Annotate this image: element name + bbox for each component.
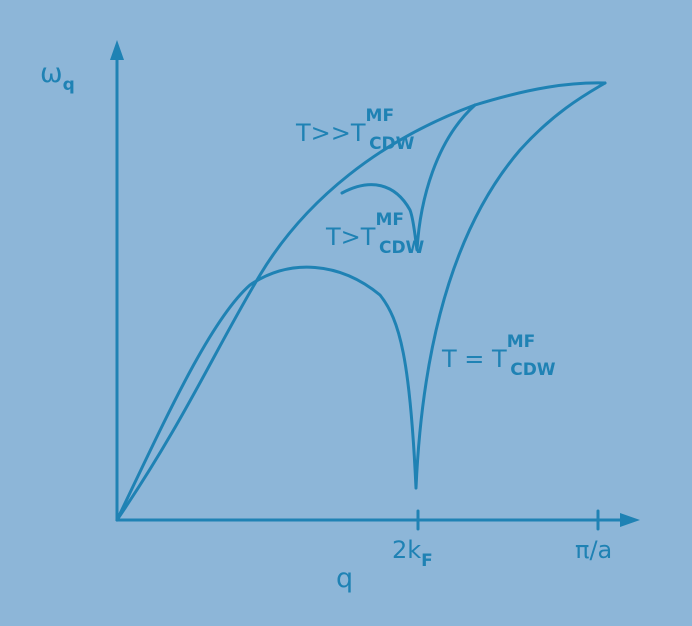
y-axis-label: ωq	[40, 58, 75, 95]
curve-t-much-greater	[115, 81, 607, 522]
x-axis-label: q	[336, 563, 353, 594]
x-axis-arrow	[620, 513, 640, 527]
dispersion-curves	[115, 81, 607, 522]
curve-t-equal	[115, 81, 607, 522]
curve-t-greater	[340, 103, 477, 252]
y-axis-arrow	[110, 40, 124, 60]
axes	[110, 40, 640, 531]
tick-label-2kf: 2kF	[392, 536, 433, 571]
tick-label-pi-over-a: π/a	[575, 536, 612, 564]
